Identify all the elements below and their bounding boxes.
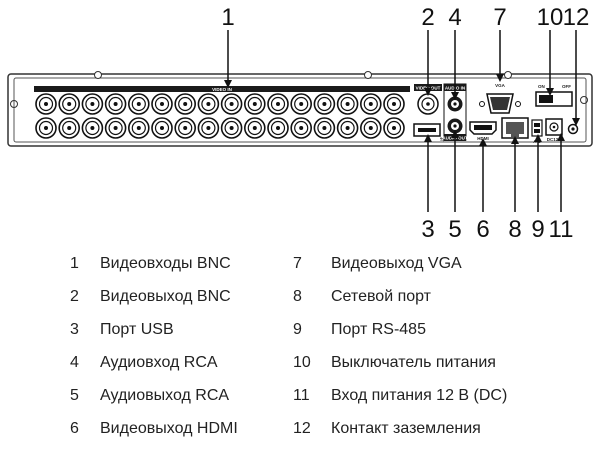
callout-1: 1 <box>221 4 234 31</box>
bnc-connector <box>151 93 173 115</box>
switch-on-label: ON <box>538 84 545 89</box>
bnc-connector <box>197 93 220 115</box>
bnc-connector <box>81 117 104 139</box>
top-screw <box>504 71 512 79</box>
power-label: DC12V <box>547 137 562 142</box>
bnc-video-inputs <box>35 93 405 139</box>
bnc-connector <box>244 117 266 139</box>
bnc-connector <box>104 93 127 115</box>
callout-8: 8 <box>508 216 521 240</box>
bnc-connector <box>383 93 405 115</box>
bnc-connector <box>128 117 150 139</box>
callouts-bottom: 3 5 6 8 9 11 <box>421 216 573 240</box>
dc-power-input: DC12V <box>545 118 563 142</box>
power-switch: ON OFF <box>535 84 573 107</box>
bnc-connector <box>359 93 382 115</box>
bnc-connector <box>336 117 359 139</box>
bnc-connector <box>58 117 80 139</box>
callout-2: 2 <box>421 4 434 31</box>
bnc-connector <box>151 117 173 139</box>
bnc-connector <box>290 93 313 115</box>
bnc-connector <box>313 117 336 139</box>
callout-12: 12 <box>563 4 590 31</box>
mount-screw-right <box>580 96 588 104</box>
callout-6: 6 <box>476 216 489 240</box>
bnc-connector <box>174 117 196 139</box>
video-in-label: VIDEO IN <box>212 87 232 92</box>
callout-3: 3 <box>421 216 434 240</box>
video-in-header <box>34 86 410 92</box>
callouts-top: 1 2 4 7 10 12 <box>221 4 589 31</box>
callout-7: 7 <box>493 4 506 31</box>
bnc-connector <box>197 117 220 139</box>
ground-terminal <box>567 123 579 135</box>
callout-11: 11 <box>549 216 574 240</box>
bnc-connector <box>220 93 243 115</box>
rs485-port: A B <box>531 119 543 144</box>
rear-panel-diagram: VIDEO IN VIDEO OUT ⇆ AUDIO IN AUDIO OUT … <box>7 4 593 240</box>
mount-screw-left <box>10 100 18 108</box>
hdmi-label: HDMI <box>477 136 489 141</box>
bnc-connector <box>128 93 150 115</box>
bnc-connector <box>35 117 57 139</box>
ethernet-port <box>501 117 529 139</box>
bnc-connector <box>290 117 313 139</box>
bnc-connector <box>267 93 289 115</box>
bnc-connector <box>35 93 57 115</box>
bnc-connector <box>383 117 405 139</box>
bnc-connector <box>336 93 359 115</box>
svg-text:⇆: ⇆ <box>440 136 445 143</box>
bnc-connector <box>220 117 243 139</box>
bnc-connector <box>244 93 266 115</box>
callout-5: 5 <box>448 216 461 240</box>
switch-off-label: OFF <box>562 84 571 89</box>
bnc-connector <box>104 117 127 139</box>
vga-port: VGA <box>479 83 521 114</box>
callout-4: 4 <box>448 4 461 31</box>
callout-9: 9 <box>531 216 544 240</box>
callout-lines <box>224 30 580 212</box>
vga-label: VGA <box>495 83 506 88</box>
bnc-connector <box>58 93 80 115</box>
bnc-connector <box>174 93 196 115</box>
bnc-connector <box>81 93 104 115</box>
bnc-connector <box>359 117 382 139</box>
bnc-connector <box>267 117 289 139</box>
top-screw <box>364 71 372 79</box>
bnc-connector <box>313 93 336 115</box>
callout-10: 10 <box>537 4 564 31</box>
top-screw <box>94 71 102 79</box>
